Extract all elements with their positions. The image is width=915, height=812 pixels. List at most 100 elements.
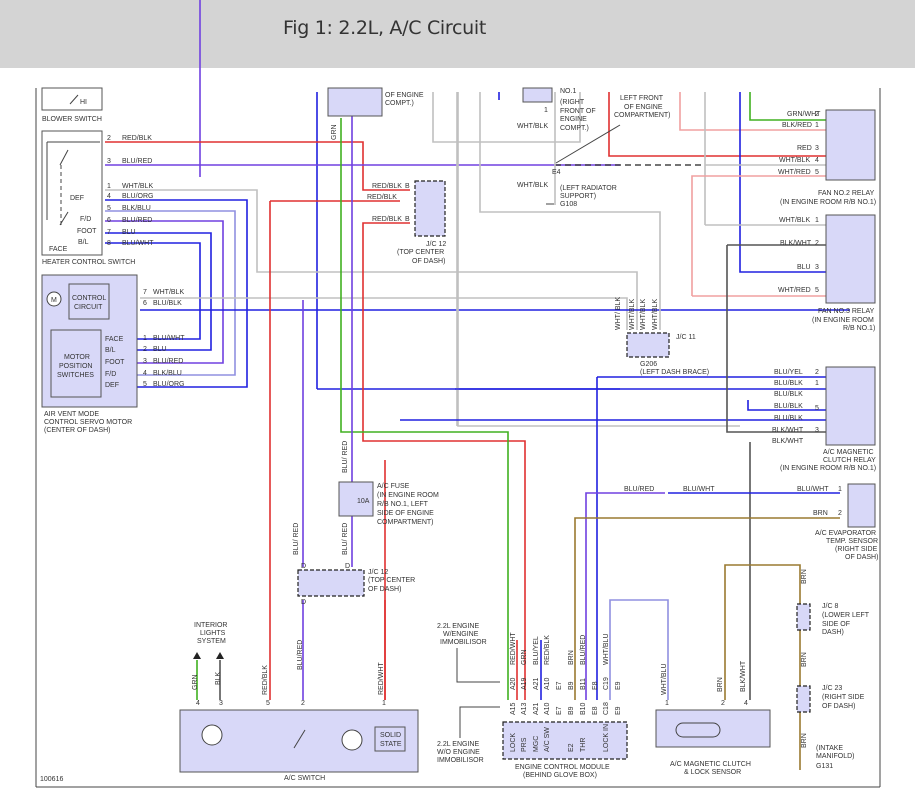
- svg-text:COMPARTMENT): COMPARTMENT): [614, 112, 671, 119]
- heater-pos-bl: B/L: [78, 239, 89, 246]
- svg-text:MOTOR: MOTOR: [64, 354, 90, 361]
- svg-text:WHT/ BLK: WHT/ BLK: [615, 297, 622, 330]
- svg-text:WHT/BLK: WHT/BLK: [779, 217, 810, 224]
- motor-position-switches-box: [50, 329, 102, 398]
- svg-text:8: 8: [107, 240, 111, 247]
- diode-icon: [341, 729, 363, 751]
- fan3-relay-box: [825, 214, 876, 304]
- svg-text:(IN ENGINE ROOM: (IN ENGINE ROOM: [377, 492, 439, 499]
- svg-text:(TOP CENTER: (TOP CENTER: [397, 249, 444, 256]
- svg-text:BLU/WHT: BLU/WHT: [683, 486, 715, 493]
- svg-text:M: M: [51, 297, 57, 304]
- blower-switch-box: [41, 87, 103, 111]
- ac-switch-label: A/C SWITCH: [284, 775, 325, 782]
- svg-text:2: 2: [815, 240, 819, 247]
- svg-text:BRN: BRN: [801, 569, 808, 584]
- arrow-up-icon: [193, 652, 201, 659]
- ground-g131: G131: [816, 763, 833, 770]
- ecm-pin-with: B9: [568, 681, 575, 690]
- svg-text:WHT/BLK: WHT/BLK: [517, 182, 548, 189]
- ecm-function-label: LOCK IN: [603, 724, 610, 752]
- clutch-lock-sensor-box: [655, 709, 771, 748]
- arrow-up-icon: [216, 652, 224, 659]
- svg-text:SYSTEM: SYSTEM: [197, 638, 226, 645]
- ecm-pin-without: E8: [592, 706, 599, 715]
- svg-text:4: 4: [143, 370, 147, 377]
- svg-text:BLK: BLK: [215, 671, 222, 685]
- svg-text:BLU/BLK: BLU/BLK: [774, 415, 803, 422]
- svg-text:OF ENGINE: OF ENGINE: [624, 104, 663, 111]
- svg-text:3: 3: [219, 700, 223, 707]
- ecm-pin-without: A15: [510, 702, 517, 715]
- svg-text:BLU/BLK: BLU/BLK: [774, 391, 803, 398]
- svg-text:BLU/BLK: BLU/BLK: [774, 403, 803, 410]
- ecm-pin-without: B9: [568, 706, 575, 715]
- svg-text:SIDE OF: SIDE OF: [822, 621, 850, 628]
- evap-sensor-box: [847, 483, 876, 528]
- svg-text:RED/BLK: RED/BLK: [372, 216, 402, 223]
- svg-text:BLU/BLK: BLU/BLK: [153, 300, 182, 307]
- svg-text:B: B: [405, 216, 410, 223]
- svg-text:BLK/WHT: BLK/WHT: [772, 438, 804, 445]
- ecm-wire-label: BLU/RED: [580, 635, 587, 665]
- svg-text:DEF: DEF: [105, 382, 119, 389]
- lamp-icon: [201, 724, 223, 746]
- heater-pos-face: FACE: [49, 246, 68, 253]
- figure-title: Fig 1: 2.2L, A/C Circuit: [283, 17, 486, 39]
- svg-text:4: 4: [744, 700, 748, 707]
- ecm-box: [502, 721, 628, 760]
- svg-text:RED/WHT: RED/WHT: [378, 662, 385, 695]
- ground-g206: G206: [640, 361, 657, 368]
- ecm-function-label: THR: [580, 738, 587, 752]
- svg-text:2: 2: [143, 346, 147, 353]
- svg-text:BLU/ RED: BLU/ RED: [342, 441, 349, 473]
- ecm-pins: RED/WHTA20A15LOCKGRNA19A13PRSBLU/YELA21A…: [510, 632, 622, 752]
- top-relay-box: [327, 87, 383, 117]
- svg-text:2: 2: [301, 700, 305, 707]
- heater-control-switch-label: HEATER CONTROL SWITCH: [42, 259, 135, 266]
- ecm-pin-without: A10: [544, 702, 551, 715]
- servo-pins: 7 WHT/BLK 6 BLU/BLK 1 BLU/WHT 2 BLU 3 BL…: [143, 289, 185, 388]
- svg-text:SOLID: SOLID: [380, 732, 401, 739]
- svg-text:WHT/BLK: WHT/BLK: [153, 289, 184, 296]
- svg-text:BLK/WHT: BLK/WHT: [772, 427, 804, 434]
- svg-text:5: 5: [107, 205, 111, 212]
- svg-text:RED: RED: [797, 145, 812, 152]
- svg-text:3: 3: [815, 145, 819, 152]
- clutch-lock-sensor-label: A/C MAGNETIC CLUTCH: [670, 761, 751, 768]
- lock-sensor-icon: [675, 722, 721, 738]
- ecm-pin-with: B11: [580, 678, 587, 690]
- ecm-wire-label: RED/BLK: [544, 635, 551, 665]
- svg-text:(IN ENGINE ROOM R/B NO.1): (IN ENGINE ROOM R/B NO.1): [780, 199, 876, 206]
- ac-clutch-relay-label: A/C MAGNETIC: [823, 449, 874, 456]
- svg-text:BLK/BLU: BLK/BLU: [122, 205, 151, 212]
- svg-text:FACE: FACE: [105, 336, 124, 343]
- ecm-pin-with: E8: [592, 681, 599, 690]
- ecm-wire-label: WHT/BLU: [603, 634, 610, 666]
- svg-text:ENGINE: ENGINE: [560, 116, 587, 123]
- svg-text:OF ENGINE: OF ENGINE: [385, 92, 424, 99]
- heater-pos-foot: FOOT: [77, 228, 97, 235]
- svg-text:F/D: F/D: [105, 371, 116, 378]
- svg-text:(IN ENGINE ROOM R/B NO.1): (IN ENGINE ROOM R/B NO.1): [780, 465, 876, 472]
- svg-text:(RIGHT SIDE: (RIGHT SIDE: [822, 694, 865, 701]
- svg-text:OF DASH): OF DASH): [822, 703, 855, 710]
- svg-text:4: 4: [815, 157, 819, 164]
- jc8-box: [796, 603, 811, 631]
- svg-text:BLU/WHT: BLU/WHT: [797, 486, 829, 493]
- svg-text:BLU/RED: BLU/RED: [624, 486, 654, 493]
- jc23-box: [796, 685, 811, 713]
- heater-pins: 2 RED/BLK 3 BLU/RED 1 WHT/BLK 4 BLU/ORG …: [107, 135, 154, 247]
- evap-sensor-label: A/C EVAPORATOR: [815, 530, 876, 537]
- solid-state-box: [374, 726, 406, 752]
- svg-text:LIGHTS: LIGHTS: [200, 630, 226, 637]
- fan2-relay-label: FAN NO.2 RELAY: [818, 190, 875, 197]
- svg-text:BLU: BLU: [153, 346, 167, 353]
- ground-relay-box: [522, 87, 553, 103]
- svg-text:5: 5: [143, 381, 147, 388]
- ac-switch-pins: 4 GRN 3 BLK 5 RED/BLK 2 BLU/RED 1 RED/WH…: [192, 640, 386, 707]
- svg-text:R/B NO.1, LEFT: R/B NO.1, LEFT: [377, 501, 429, 508]
- svg-text:1: 1: [382, 700, 386, 707]
- jc12-top-box: [414, 180, 446, 237]
